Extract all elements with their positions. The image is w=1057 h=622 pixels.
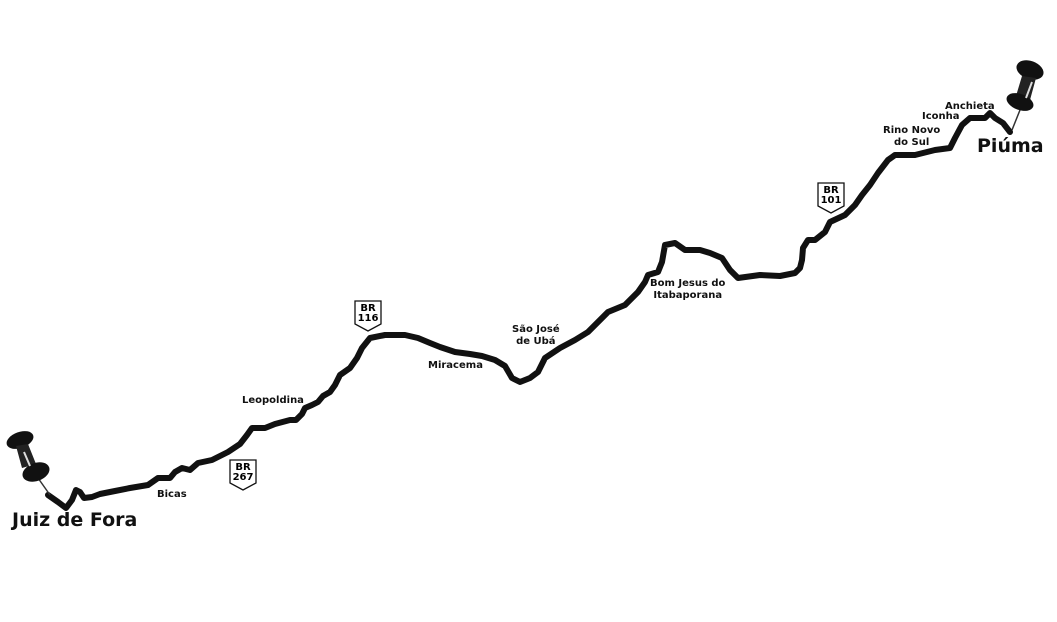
town-name: Iconha (922, 111, 960, 122)
town-name: do Sul (893, 137, 930, 148)
town-label: Leopoldina (242, 395, 304, 407)
highway-number: 101 (820, 195, 842, 206)
highway-shield-icon (354, 300, 382, 332)
town-name: Bom Jesus do (650, 278, 726, 289)
start-city-label: Juiz de Fora (12, 509, 138, 531)
highway-shield-icon (817, 182, 845, 214)
town-name: Rino Novo (883, 125, 941, 136)
end-city-label: Piúma (977, 135, 1044, 157)
town-name: Anchieta (945, 101, 995, 112)
pushpin-icon (6, 431, 51, 496)
town-name: Itabaporana (653, 290, 723, 301)
town-label: Bicas (157, 489, 187, 501)
town-label: Miracema (428, 360, 483, 372)
highway-number: 116 (357, 313, 379, 324)
pushpin-icon (1006, 60, 1044, 131)
highway-number: 267 (232, 472, 254, 483)
town-label: Anchieta (945, 101, 995, 113)
highway-prefix: BR (360, 303, 376, 314)
town-label: Iconha (922, 111, 960, 123)
highway-prefix: BR (823, 185, 839, 196)
highway-shield-icon (229, 459, 257, 491)
town-name: de Ubá (516, 336, 556, 347)
town-name: São José (512, 324, 560, 335)
town-name: Leopoldina (242, 395, 304, 406)
highway-prefix: BR (235, 462, 251, 473)
town-name: Miracema (428, 360, 483, 371)
town-name: Bicas (157, 489, 187, 500)
route-line (45, 110, 1013, 511)
